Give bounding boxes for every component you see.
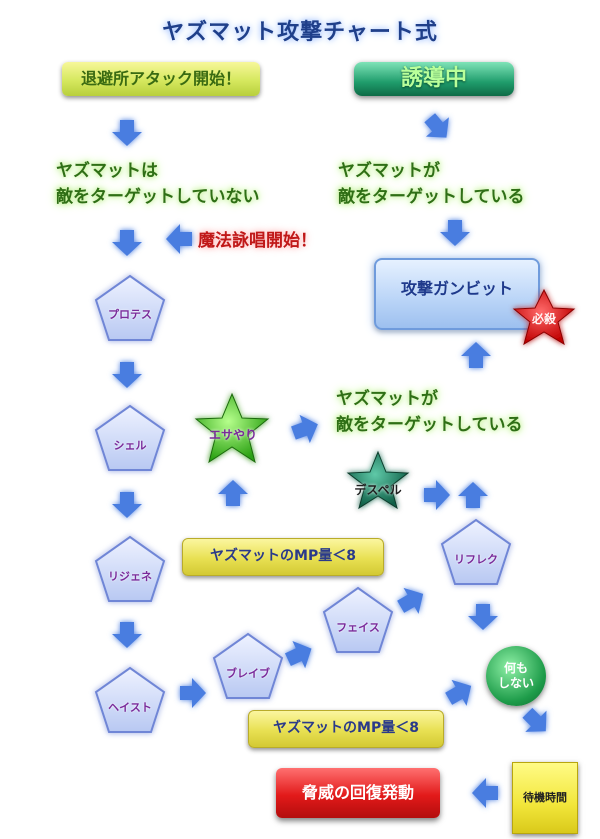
threat-recovery-button[interactable]: 脅威の回復発動 (276, 768, 440, 818)
arrow-down-3 (112, 362, 142, 388)
do-nothing-circle[interactable]: 何も しない (486, 646, 546, 706)
arrow-right-1 (424, 480, 450, 510)
arrow-right-2 (180, 678, 206, 708)
arrow-up-1 (461, 342, 491, 368)
right-condition: ヤズマットが 敵をターゲットしている (338, 158, 525, 210)
pentagon-reflect-label: リフレク (454, 553, 498, 566)
arrow-down-5 (112, 622, 142, 648)
arrow-diag-2 (291, 414, 318, 444)
pentagon-haste-label: ヘイスト (108, 701, 152, 714)
arrow-diag-3 (284, 641, 312, 669)
pentagon-bravery-label: ブレイブ (226, 667, 270, 680)
left-condition-line2: 敵をターゲットしていない (56, 187, 260, 207)
star-esayari-label: エサやり (208, 428, 257, 442)
pentagon-reflect (440, 518, 512, 585)
arrow-diag-4 (397, 587, 424, 614)
arrow-down-4 (112, 492, 142, 518)
do-nothing-line1: 何も (503, 661, 528, 675)
arrow-down-right-1 (440, 220, 470, 246)
arrow-down-2 (112, 230, 142, 256)
magic-start-label: 魔法詠唱開始！ (198, 231, 317, 251)
lure-button[interactable]: 誘導中 (354, 62, 514, 96)
pentagon-regene (94, 535, 166, 602)
pentagon-faith (322, 586, 394, 653)
mp-condition-bar-2[interactable]: ヤズマットのMP量＜8 (248, 710, 444, 748)
right-condition-line2: 敵をターゲットしている (338, 187, 525, 207)
arrow-up-2 (218, 480, 248, 506)
star-death (346, 450, 410, 510)
star-hissatsu-label: 必殺 (531, 312, 556, 326)
page-title: ヤズマット攻撃チャート式 (162, 20, 438, 45)
pentagon-regene-label: リジェネ (108, 570, 152, 583)
pentagon-faith-label: フェイス (336, 621, 380, 634)
arrow-down-right-2 (468, 604, 498, 630)
pentagon-protes-label: プロテス (108, 308, 152, 321)
arrow-left-1 (166, 224, 192, 254)
middle-condition: ヤズマットが 敵をターゲットしている (336, 386, 523, 438)
left-condition: ヤズマットは 敵をターゲットしていない (56, 158, 260, 210)
middle-condition-line2: 敵をターゲットしている (336, 415, 523, 435)
pentagon-bravery (212, 632, 284, 699)
start-button[interactable]: 退避所アタック開始！ (62, 62, 260, 96)
star-esayari (194, 392, 270, 464)
arrow-diag-6 (522, 707, 547, 732)
star-death-label: デスペル (354, 483, 402, 497)
pentagon-haste (94, 666, 166, 733)
arrow-diag-5 (445, 679, 472, 706)
star-hissatsu (512, 288, 576, 346)
pentagon-shell (94, 404, 166, 471)
right-condition-line1: ヤズマットが (338, 161, 440, 181)
pentagon-protes (94, 274, 166, 341)
mp-condition-bar-1[interactable]: ヤズマットのMP量＜8 (182, 538, 384, 576)
do-nothing-line2: しない (497, 676, 534, 690)
arrow-diag-1 (424, 113, 449, 138)
arrow-left-2 (472, 778, 498, 808)
left-condition-line1: ヤズマットは (56, 161, 158, 181)
attack-gambit-box[interactable]: 攻撃ガンビット (374, 258, 540, 330)
arrow-down-1 (112, 120, 142, 146)
arrow-up-3 (458, 482, 488, 508)
middle-condition-line1: ヤズマットが (336, 389, 438, 409)
pentagon-shell-label: シェル (113, 439, 147, 452)
wait-time-box[interactable]: 待機時間 (512, 762, 578, 834)
